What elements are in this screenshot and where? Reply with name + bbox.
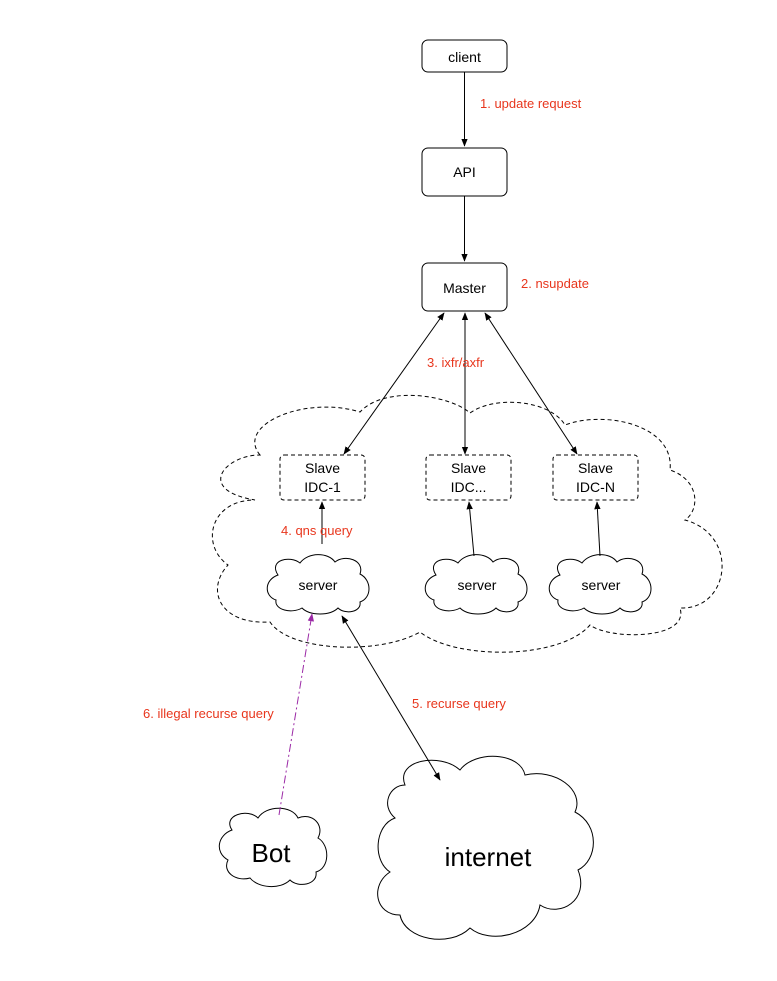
server-1-label: server (299, 577, 338, 593)
bot-label: Bot (251, 838, 291, 868)
client-label: client (448, 49, 481, 65)
edge-server1-internet (341, 615, 441, 781)
edge-bot-server1 (278, 613, 314, 816)
slave-idc-n-line1: Slave (578, 460, 613, 476)
server-3-label: server (582, 577, 621, 593)
bot-node[interactable]: Bot (218, 807, 328, 887)
internet-node[interactable]: internet (377, 755, 594, 940)
edge-master-slave3 (484, 312, 578, 455)
label-illegal-recurse-query: 6. illegal recurse query (143, 706, 274, 721)
label-ixfr-axfr: 3. ixfr/axfr (427, 355, 485, 370)
slave-idc-1-node[interactable]: Slave IDC-1 (279, 454, 366, 501)
internet-label: internet (445, 842, 532, 872)
server-1-node[interactable]: server (266, 554, 370, 615)
slave-idc-mid-line1: Slave (451, 460, 486, 476)
slave-idc-1-line1: Slave (305, 460, 340, 476)
slave-idc-n-node[interactable]: Slave IDC-N (552, 454, 639, 501)
label-nsupdate: 2. nsupdate (521, 276, 589, 291)
label-qns-query: 4. qns query (281, 523, 353, 538)
server-2-node[interactable]: server (424, 554, 528, 615)
slave-idc-mid-node[interactable]: Slave IDC... (425, 454, 512, 501)
slave-idc-mid-line2: IDC... (451, 479, 487, 495)
idc-cloud (212, 394, 723, 653)
edge-server2-slave2 (466, 501, 475, 557)
edge-master-slave1 (343, 312, 445, 455)
server-3-node[interactable]: server (548, 554, 652, 615)
master-label: Master (443, 280, 486, 296)
client-node[interactable]: client (421, 39, 508, 73)
api-node[interactable]: API (421, 147, 508, 197)
slave-idc-1-line2: IDC-1 (304, 479, 341, 495)
api-label: API (453, 164, 476, 180)
label-update-request: 1. update request (480, 96, 582, 111)
edge-server3-slave3 (594, 501, 601, 557)
server-2-label: server (458, 577, 497, 593)
label-recurse-query: 5. recurse query (412, 696, 506, 711)
slave-idc-n-line2: IDC-N (576, 479, 615, 495)
master-node[interactable]: Master (421, 262, 508, 312)
